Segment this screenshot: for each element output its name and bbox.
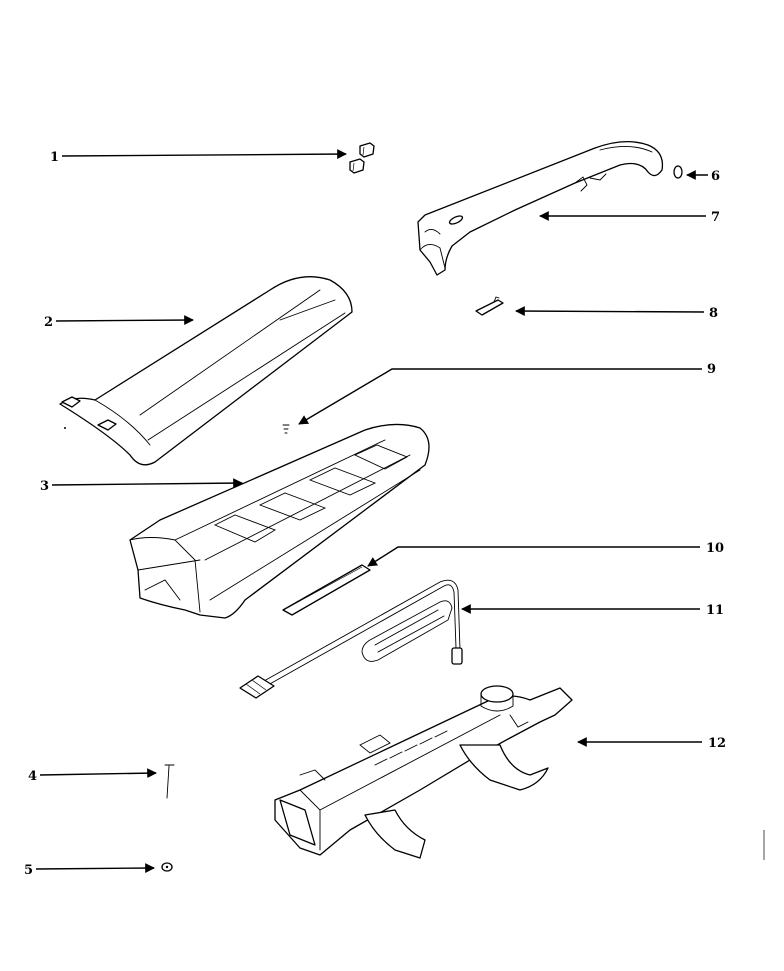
part-6-ring xyxy=(673,165,683,179)
part-8-bracket xyxy=(475,296,504,316)
callout-9: 9 xyxy=(298,362,716,425)
callout-label-7: 7 xyxy=(711,210,720,225)
callout-2: 2 xyxy=(44,315,194,330)
callout-label-6: 6 xyxy=(711,169,720,184)
leader-arrow-3 xyxy=(51,478,243,488)
callout-label-4: 4 xyxy=(28,769,37,784)
part-1-clips xyxy=(349,142,375,174)
callout-label-2: 2 xyxy=(44,315,53,330)
leader-arrow-10 xyxy=(367,546,700,567)
callout-6: 6 xyxy=(686,169,720,184)
part-9-screw xyxy=(282,424,290,434)
part-3-housing xyxy=(129,423,430,619)
scan-specks xyxy=(64,427,765,860)
callout-12: 12 xyxy=(577,736,726,751)
callout-7: 7 xyxy=(539,210,720,225)
callout-10: 10 xyxy=(367,541,724,567)
callout-1: 1 xyxy=(50,149,347,165)
callout-label-8: 8 xyxy=(709,306,718,321)
leader-arrow-4 xyxy=(39,768,157,779)
part-2-cover xyxy=(59,276,353,466)
callout-label-11: 11 xyxy=(706,603,724,618)
callout-label-9: 9 xyxy=(707,362,716,377)
part-7-handle xyxy=(417,141,664,276)
leader-arrow-9 xyxy=(298,368,702,425)
part-4-screw xyxy=(164,764,175,799)
leader-arrow-5 xyxy=(35,863,155,873)
callout-4: 4 xyxy=(28,768,157,784)
callout-label-1: 1 xyxy=(50,150,59,165)
callout-label-3: 3 xyxy=(40,479,49,494)
leader-arrow-8 xyxy=(515,306,705,316)
callout-5: 5 xyxy=(24,863,155,878)
part-5-washer xyxy=(161,862,173,872)
leader-arrow-2 xyxy=(55,315,194,325)
part-10-strip xyxy=(282,564,371,616)
callout-8: 8 xyxy=(515,306,718,321)
part-12-base xyxy=(274,685,573,859)
callout-11: 11 xyxy=(461,603,724,618)
callout-label-12: 12 xyxy=(708,736,726,751)
callout-label-5: 5 xyxy=(24,863,33,878)
leader-arrow-1 xyxy=(61,149,347,159)
part-11-element xyxy=(239,579,463,699)
callout-3: 3 xyxy=(40,478,243,494)
callout-label-10: 10 xyxy=(706,541,724,556)
